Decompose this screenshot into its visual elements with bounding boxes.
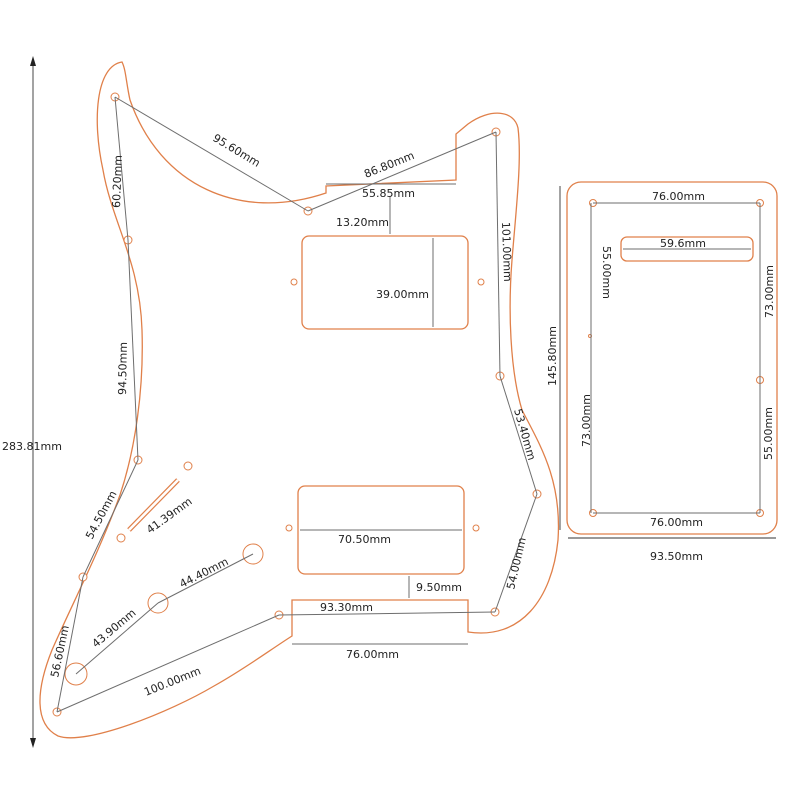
dim-label-101-00: 101.00mm <box>499 222 514 282</box>
back-plate-height: 145.80mm <box>546 326 559 386</box>
back-plate-bottom-width: 76.00mm <box>650 516 703 529</box>
overall-height-axis <box>30 56 36 748</box>
back-plate-left-lower: 73.00mm <box>580 394 593 447</box>
dim-label-94-50: 94.50mm <box>116 342 130 395</box>
back-plate-top-width: 76.00mm <box>652 190 705 203</box>
switch-slot <box>127 478 180 532</box>
pickguard-outline <box>39 61 560 739</box>
dim-label-43-90: 43.90mm <box>90 606 139 650</box>
bridge-pickup-hole-right <box>472 524 480 532</box>
dim-label-93-30: 93.30mm <box>320 601 373 614</box>
dim-label-100-00: 100.00mm <box>142 664 202 699</box>
dim-label-95-60: 95.60mm <box>210 131 262 169</box>
back-plate-outline <box>566 181 778 535</box>
dim-label-39-00: 39.00mm <box>376 288 429 301</box>
bridge-pickup-hole-left <box>285 524 293 532</box>
dim-label-13-20: 13.20mm <box>336 216 389 229</box>
back-plate-slot-width: 59.6mm <box>660 237 706 250</box>
pickguard-dimension-lines <box>56 96 538 713</box>
dim-label-9-50: 9.50mm <box>416 581 462 594</box>
neck-pickup-hole-right <box>477 278 485 286</box>
back-plate-left-upper: 55.00mm <box>600 246 613 299</box>
neck-pickup-cutout <box>301 235 469 330</box>
bridge-pickup-cutout <box>297 485 465 575</box>
overall-height-label: 283.81mm <box>2 440 62 453</box>
dim-label-55-85: 55.85mm <box>362 187 415 200</box>
back-plate-dimension-lines <box>559 186 776 539</box>
dim-label-54-50: 54.50mm <box>83 489 119 542</box>
back-plate-right-lower: 55.00mm <box>762 407 775 460</box>
dim-label-41-39: 41.39mm <box>144 495 194 537</box>
dim-label-86-80: 86.80mm <box>362 149 416 181</box>
neck-pickup-hole-left <box>290 278 298 286</box>
dim-label-76-00-bottom: 76.00mm <box>346 648 399 661</box>
dim-label-54-00: 54.00mm <box>504 536 529 590</box>
back-plate-right-upper: 73.00mm <box>763 265 776 318</box>
dim-label-60-20: 60.20mm <box>110 155 125 208</box>
dim-label-44-40: 44.40mm <box>177 555 230 591</box>
back-plate-slot <box>620 236 754 262</box>
switch-hole-top <box>183 461 193 471</box>
back-plate-width: 93.50mm <box>650 550 703 563</box>
switch-hole-bottom <box>116 533 126 543</box>
dim-label-70-50: 70.50mm <box>338 533 391 546</box>
